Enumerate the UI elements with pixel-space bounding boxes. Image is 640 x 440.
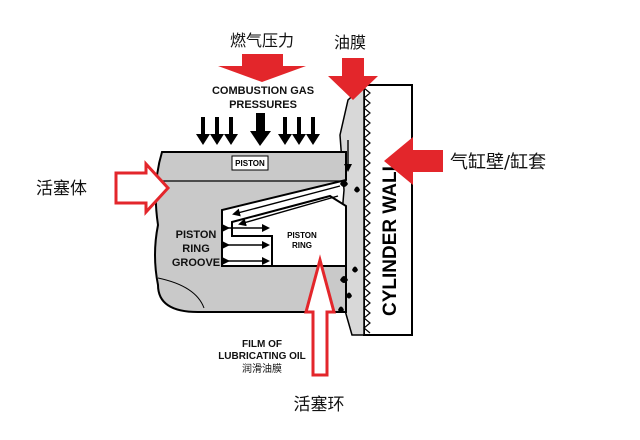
block-arrow-icon <box>304 254 336 377</box>
lube-cn-label: 润滑油膜 <box>242 362 282 375</box>
block-arrow-icon <box>114 160 171 216</box>
combustion-cn-label: 燃气压力 <box>230 31 294 50</box>
down-arrow-icon <box>210 117 224 145</box>
piston-label-box <box>231 155 269 171</box>
down-arrow-icon <box>250 113 271 146</box>
oil-droplets <box>338 180 360 313</box>
down-arrow-icon <box>224 117 238 145</box>
oil-film-cn-label: 油膜 <box>334 33 366 52</box>
lube-en-label-2: LUBRICATING OIL <box>218 351 306 362</box>
down-arrow-icon <box>196 117 210 145</box>
down-arrow-icon <box>278 117 292 145</box>
pressure-arrows <box>196 113 320 146</box>
gas-flow-arrows <box>232 140 352 227</box>
piston-ring-groove-label: PISTON RING GROOVE <box>172 229 220 269</box>
block-arrow-icon <box>328 58 378 100</box>
wall-serration <box>363 87 371 334</box>
piston-ring-cn-label: 活塞环 <box>294 395 345 415</box>
down-arrow-icon <box>306 117 320 145</box>
cylinder-wall-cn-label: 气缸壁/缸套 <box>450 151 546 173</box>
svg-text:GROOVE: GROOVE <box>172 257 220 269</box>
piston-ring-label-2: RING <box>292 241 312 250</box>
piston-ring: PISTON RING <box>231 194 347 267</box>
piston-label: PISTON <box>235 159 265 168</box>
cylinder-wall-label: CYLINDER WALL <box>380 159 401 316</box>
callout-arrows <box>114 54 443 377</box>
groove-pressure-arrows <box>222 224 270 265</box>
down-arrow-icon <box>292 117 306 145</box>
lube-en-label-1: FILM OF <box>242 339 282 350</box>
combustion-en-label-1: COMBUSTION GAS <box>212 85 314 97</box>
piston-ring-label-1: PISTON <box>287 231 317 240</box>
block-arrow-icon <box>384 137 443 185</box>
svg-text:PISTON: PISTON <box>176 229 217 241</box>
piston-body-cn-label: 活塞体 <box>36 179 87 199</box>
svg-text:RING: RING <box>182 243 210 255</box>
block-arrow-icon <box>218 54 306 82</box>
combustion-en-label-2: PRESSURES <box>229 99 297 111</box>
